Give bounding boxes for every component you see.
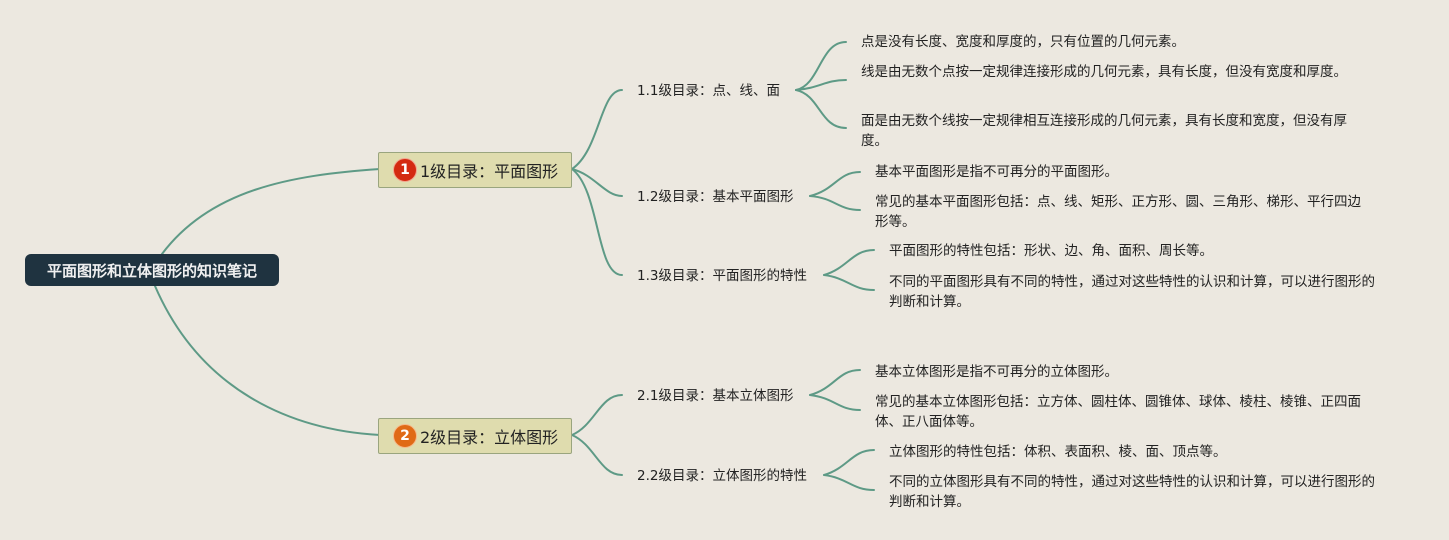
subtopic-1-1[interactable]: 1.1级目录：点、线、面 [637, 83, 780, 99]
subtopic-2-1[interactable]: 2.1级目录：基本立体图形 [637, 388, 794, 404]
connector-sub21-leaf2 [809, 394, 861, 411]
connector-branch1-sub1-1 [571, 89, 623, 170]
connector-sub11-leaf2 [795, 79, 847, 91]
connector-sub13-leaf2 [823, 274, 875, 291]
connector-sub13-leaf1 [823, 249, 875, 276]
leaf-1-1-2[interactable]: 线是由无数个点按一定规律连接形成的几何元素，具有长度，但没有宽度和厚度。 [861, 64, 1347, 80]
leaf-1-1-1[interactable]: 点是没有长度、宽度和厚度的，只有位置的几何元素。 [861, 34, 1185, 50]
branch-topic-plane-figures[interactable]: 1 1级目录：平面图形 [378, 152, 572, 188]
branch-topic-solid-figures[interactable]: 2 2级目录：立体图形 [378, 418, 572, 454]
leaf-2-1-2[interactable]: 常见的基本立体图形包括：立方体、圆柱体、圆锥体、球体、棱柱、棱锥、正四面体、正八… [875, 394, 1361, 430]
connector-root-branch-2 [154, 285, 381, 436]
connector-sub22-leaf1 [823, 449, 875, 476]
leaf-2-2-2[interactable]: 不同的立体图形具有不同的特性，通过对这些特性的认识和计算，可以进行图形的判断和计… [889, 474, 1375, 510]
priority-2-icon: 2 [393, 424, 417, 448]
connector-branch1-sub1-3 [571, 168, 623, 276]
leaf-2-1-1[interactable]: 基本立体图形是指不可再分的立体图形。 [875, 364, 1118, 380]
priority-1-icon: 1 [393, 158, 417, 182]
subtopic-1-2[interactable]: 1.2级目录：基本平面图形 [637, 189, 794, 205]
connector-branch1-sub1-2 [571, 168, 623, 197]
connector-sub12-leaf2 [809, 195, 861, 211]
leaf-1-3-1[interactable]: 平面图形的特性包括：形状、边、角、面积、周长等。 [889, 243, 1213, 259]
branch-label: 2级目录：立体图形 [420, 428, 559, 447]
leaf-1-2-2[interactable]: 常见的基本平面图形包括：点、线、矩形、正方形、圆、三角形、梯形、平行四边形等。 [875, 194, 1361, 230]
leaf-1-2-1[interactable]: 基本平面图形是指不可再分的平面图形。 [875, 164, 1118, 180]
connector-sub11-leaf3 [795, 89, 847, 129]
connector-branch2-sub2-1 [571, 394, 623, 436]
leaf-1-3-2[interactable]: 不同的平面图形具有不同的特性，通过对这些特性的认识和计算，可以进行图形的判断和计… [889, 274, 1375, 310]
connector-sub22-leaf2 [823, 474, 875, 491]
subtopic-1-3[interactable]: 1.3级目录：平面图形的特性 [637, 268, 807, 284]
leaf-1-1-3[interactable]: 面是由无数个线按一定规律相互连接形成的几何元素，具有长度和宽度，但没有厚度。 [861, 113, 1347, 149]
connector-sub11-leaf1 [795, 41, 847, 91]
connector-branch2-sub2-2 [571, 434, 623, 476]
connector-root-branch-1 [161, 168, 381, 255]
connector-sub12-leaf1 [809, 171, 861, 197]
connector-sub21-leaf1 [809, 369, 861, 396]
leaf-2-2-1[interactable]: 立体图形的特性包括：体积、表面积、棱、面、顶点等。 [889, 444, 1227, 460]
subtopic-2-2[interactable]: 2.2级目录：立体图形的特性 [637, 468, 807, 484]
root-topic[interactable]: 平面图形和立体图形的知识笔记 [25, 254, 279, 286]
branch-label: 1级目录：平面图形 [420, 162, 559, 181]
